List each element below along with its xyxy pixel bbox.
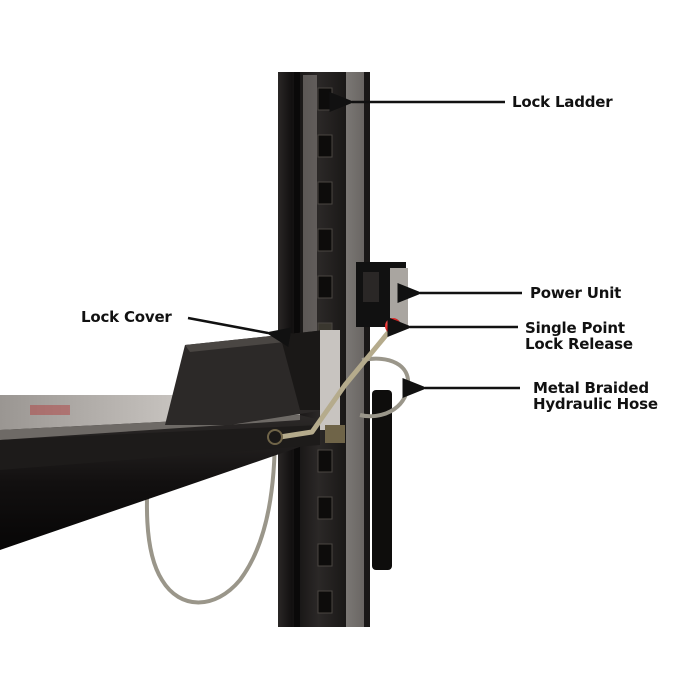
- label-line: Hydraulic Hose: [533, 395, 658, 413]
- label-hydraulic-hose: Metal Braided Hydraulic Hose: [533, 380, 658, 412]
- label-line: Lock Release: [525, 335, 633, 353]
- lock-ladder: [317, 87, 333, 614]
- label-power-unit: Power Unit: [530, 285, 621, 301]
- callout-arrows: [187, 92, 522, 398]
- label-line: Lock Ladder: [512, 93, 613, 111]
- label-line: Lock Cover: [81, 308, 172, 326]
- power-unit: [356, 262, 408, 570]
- lock-cover: [165, 330, 345, 443]
- label-line: Single Point: [525, 319, 625, 337]
- label-lock-ladder: Lock Ladder: [512, 93, 613, 111]
- arrow-lock-cover: [187, 316, 292, 347]
- label-lock-release: Single Point Lock Release: [525, 320, 633, 352]
- label-lock-cover: Lock Cover: [81, 309, 172, 325]
- label-line: Power Unit: [530, 284, 622, 302]
- label-line: Metal Braided: [533, 379, 649, 397]
